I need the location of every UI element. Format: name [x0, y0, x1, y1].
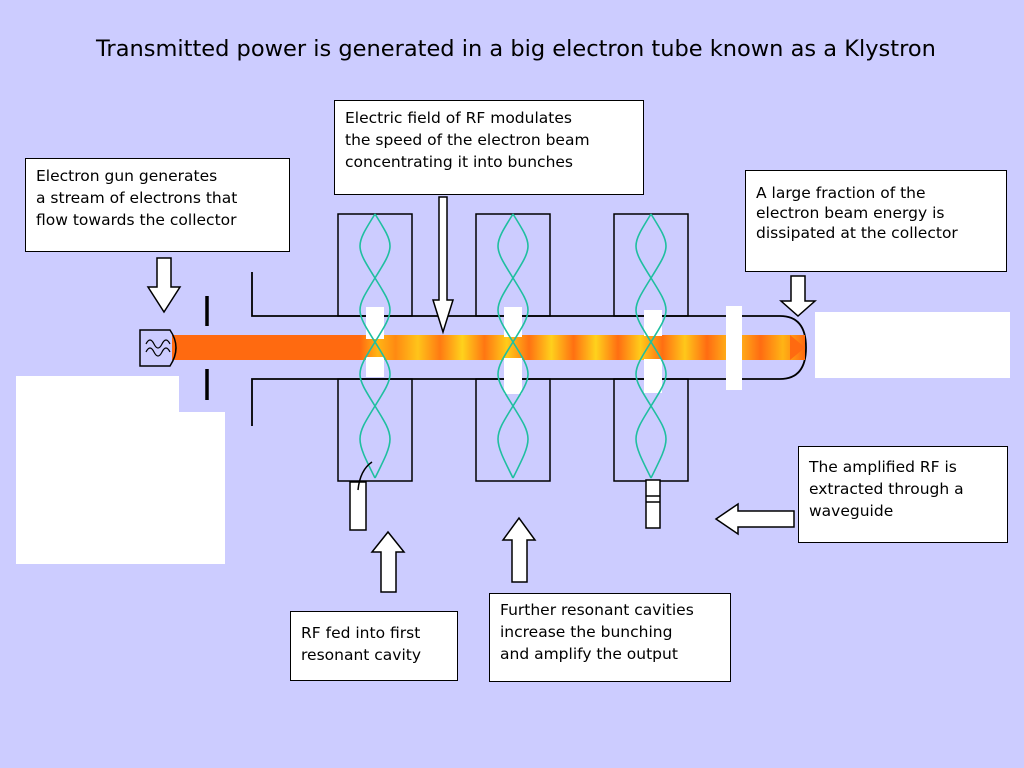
collector-tip	[790, 335, 805, 360]
cavity-3-upper	[613, 213, 689, 317]
arrow-gun-down	[146, 257, 182, 314]
cavity-2-lower	[475, 378, 551, 482]
gun-cathode-beam	[172, 335, 190, 360]
callout-further-cavities: Further resonant cavities increase the b…	[489, 593, 731, 682]
blank-panel-left-lower	[16, 412, 225, 564]
electron-beam	[172, 335, 362, 360]
callout-electron-gun: Electron gun generates a stream of elect…	[25, 158, 290, 252]
callout-rf-fed: RF fed into first resonant cavity	[290, 611, 458, 681]
callout-rf-modulates: Electric field of RF modulates the speed…	[334, 100, 644, 195]
slide-title: Transmitted power is generated in a big …	[96, 36, 936, 62]
arrow-waveguide-left	[714, 502, 795, 536]
callout-amplified-rf: The amplified RF is extracted through a …	[798, 446, 1008, 543]
arrow-rf-modulates-down	[431, 196, 455, 335]
callout-collector: A large fraction of the electron beam en…	[745, 170, 1007, 272]
annotation-arrows	[146, 196, 817, 593]
cavity-1-upper	[337, 213, 413, 317]
cavity-1-lower	[337, 378, 413, 482]
electron-gun	[139, 296, 209, 400]
cavity-gaps	[366, 306, 742, 394]
standing-waves	[359, 213, 667, 479]
arrow-rf-fed-up	[370, 530, 406, 593]
collector-separator	[726, 306, 742, 390]
drift-tube	[251, 272, 807, 426]
blank-panel-right	[815, 312, 1010, 378]
cavity-2-upper	[475, 213, 551, 317]
rf-input-coupler	[349, 461, 373, 531]
arrow-collector-down	[779, 275, 817, 318]
arrow-further-up	[501, 516, 537, 583]
rf-output-waveguide	[645, 479, 661, 529]
cavity-3-lower	[613, 378, 689, 482]
